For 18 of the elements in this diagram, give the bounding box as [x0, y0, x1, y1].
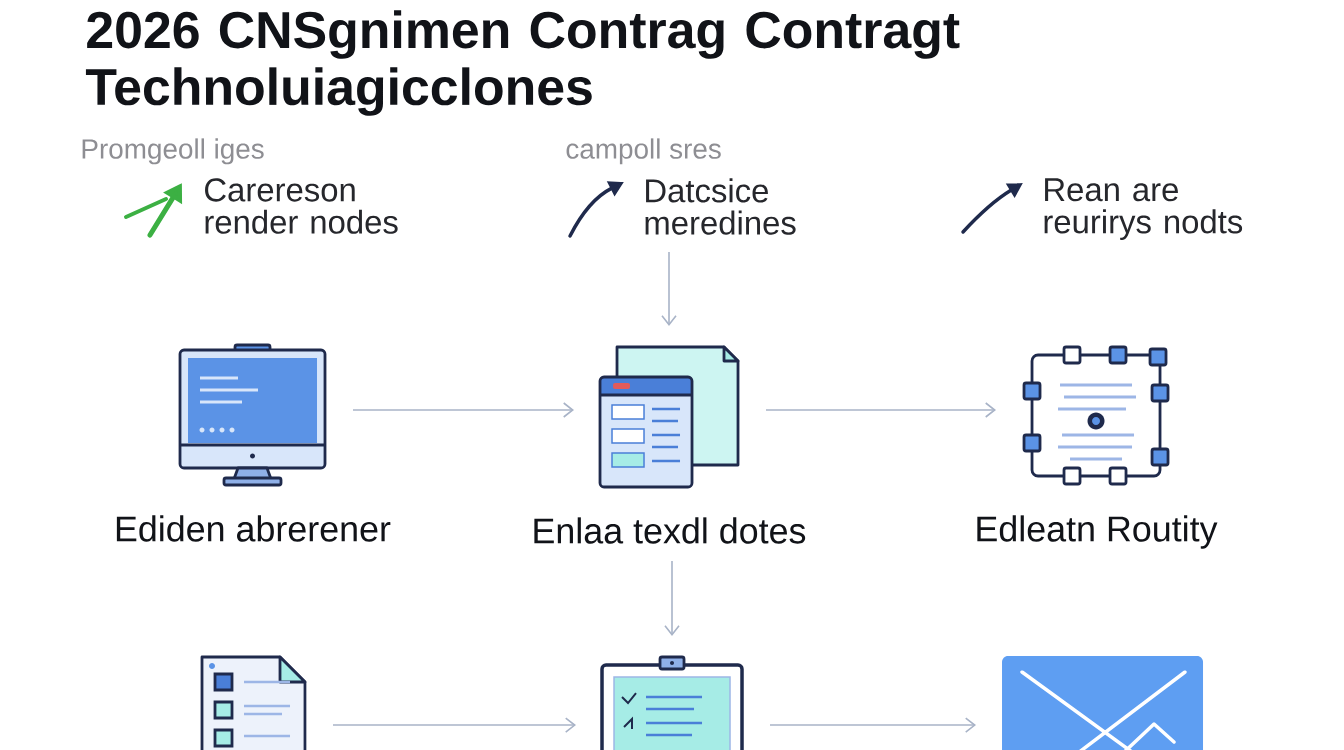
- section-label: Promgeoll iges: [82, 138, 264, 165]
- description-text: Datcsice meredines: [645, 178, 796, 235]
- arrow: [765, 402, 997, 418]
- node-label: Ediden abrerener: [116, 515, 391, 542]
- clipboard-icon: [600, 655, 744, 750]
- arrow: [769, 717, 977, 733]
- envelope-icon: [1002, 656, 1203, 750]
- document-icon: [200, 655, 307, 750]
- node-label: Edleatn Routity: [977, 515, 1218, 549]
- description-text: Rean are reurirys nodts: [1044, 178, 1243, 240]
- node-label: Enlaa texdl dotes: [534, 517, 806, 544]
- arrow: [332, 717, 576, 733]
- arrow: [664, 560, 680, 636]
- section-label: campoll sres: [566, 138, 721, 165]
- arrow: [352, 402, 574, 418]
- title: 2026 CNSgnimen Contrag Contragt Technoluiagicclones: [85, 10, 960, 116]
- arrow: [661, 251, 677, 326]
- description-text: Carereson render nodes: [205, 178, 398, 234]
